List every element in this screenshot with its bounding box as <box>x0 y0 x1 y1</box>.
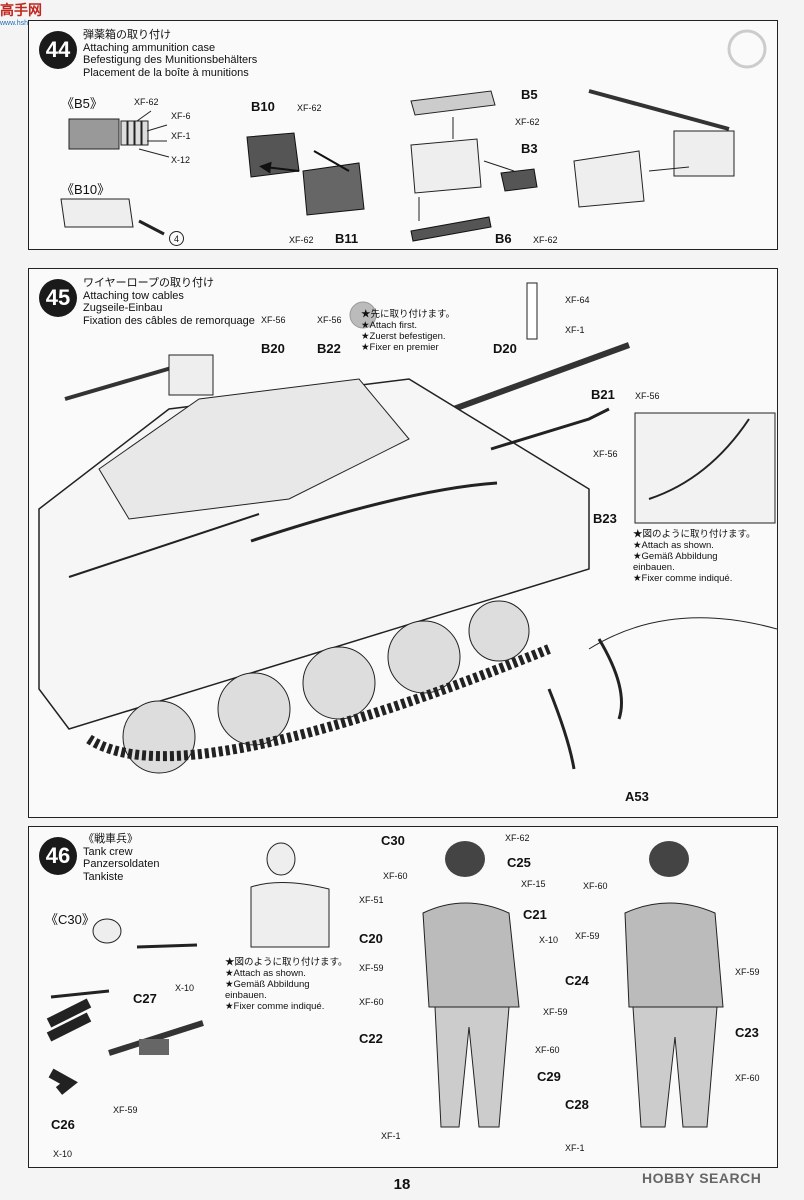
part-label: D20 <box>493 341 517 356</box>
part-label: C25 <box>507 855 531 870</box>
step-45-panel: 45 ワイヤーロープの取り付け Attaching tow cables Zug… <box>28 268 778 818</box>
part-label: C20 <box>359 931 383 946</box>
paint-callout: XF-15 <box>521 879 546 889</box>
paint-callout: XF-1 <box>565 325 585 335</box>
paint-callout: XF-60 <box>735 1073 760 1083</box>
attach-as-shown-note: ★図のように取り付けます。★Attach as shown. ★Gemäß Ab… <box>633 529 756 584</box>
attach-first-note: ★先に取り付けます。★Attach first. ★Zuerst befesti… <box>361 309 456 353</box>
paint-callout: XF-59 <box>735 967 760 977</box>
paint-callout: XF-59 <box>543 1007 568 1017</box>
part-label: B10 <box>251 99 275 114</box>
paint-callout: XF-1 <box>381 1131 401 1141</box>
watermark: HOBBY SEARCH <box>642 1170 762 1186</box>
paint-callout: XF-62 <box>505 833 530 843</box>
part-label: C30 <box>381 833 405 848</box>
paint-callout: XF-56 <box>635 391 660 401</box>
step-44-illustration <box>60 29 767 242</box>
part-label: C21 <box>523 907 547 922</box>
paint-callout: XF-62 <box>134 97 159 107</box>
paint-callout: XF-62 <box>515 117 540 127</box>
paint-callout: XF-1 <box>171 131 191 141</box>
step-46-illustration <box>46 841 724 1128</box>
paint-callout: XF-59 <box>113 1105 138 1115</box>
part-label: A53 <box>625 789 649 804</box>
paint-callout: XF-59 <box>575 931 600 941</box>
part-label: B21 <box>591 387 615 402</box>
step-title: 《戦車兵》 Tank crew Panzersoldaten Tankiste <box>83 833 160 883</box>
part-label: B5 <box>521 87 538 102</box>
paint-callout: X-12 <box>171 155 191 165</box>
part-label: C27 <box>133 991 157 1006</box>
part-label: B11 <box>335 231 359 246</box>
subpart-label-c30: 《C30》 <box>45 912 95 927</box>
part-label: B3 <box>521 141 538 156</box>
paint-callout: XF-56 <box>317 315 342 325</box>
paint-callout: XF-1 <box>565 1143 585 1153</box>
paint-callout: XF-56 <box>593 449 618 459</box>
part-label: C24 <box>565 973 589 988</box>
paint-callout: X-10 <box>175 983 195 993</box>
paint-callout: XF-60 <box>359 997 384 1007</box>
step-number: 46 <box>39 837 77 875</box>
paint-callout: X-10 <box>539 935 559 945</box>
subpart-label-b10: 《B10》 <box>61 182 111 197</box>
paint-callout: XF-6 <box>171 111 191 121</box>
paint-callout: XF-62 <box>533 235 558 245</box>
step-number: 45 <box>39 279 77 317</box>
step-title: 弾薬箱の取り付け Attaching ammunition case Befes… <box>83 29 258 79</box>
part-label: B22 <box>317 341 341 356</box>
step-title: ワイヤーロープの取り付け Attaching tow cables Zugsei… <box>83 277 255 327</box>
paint-callout: XF-59 <box>359 963 384 973</box>
paint-callout: XF-56 <box>261 315 286 325</box>
step-45-illustration <box>38 282 777 774</box>
subpart-label-b5: 《B5》 <box>61 96 103 111</box>
paint-callout: X-10 <box>53 1149 73 1159</box>
part-label: C28 <box>565 1097 589 1112</box>
paint-callout: XF-60 <box>383 871 408 881</box>
page-number: 18 <box>393 1176 411 1193</box>
paint-callout: XF-64 <box>565 295 590 305</box>
part-label: C23 <box>735 1025 759 1040</box>
step-46-panel: 46 《戦車兵》 Tank crew Panzersoldaten Tankis… <box>28 826 778 1168</box>
step-number: 44 <box>39 31 77 69</box>
paint-callout: XF-62 <box>289 235 314 245</box>
part-label: C22 <box>359 1031 383 1046</box>
paint-callout: XF-60 <box>583 881 608 891</box>
paint-callout: XF-51 <box>359 895 384 905</box>
paint-callout: XF-60 <box>535 1045 560 1055</box>
part-label: B20 <box>261 341 285 356</box>
site-logo: 高手网 www.hshow.com <box>0 2 52 27</box>
part-label: C26 <box>51 1117 75 1132</box>
step-44-panel: 44 弾薬箱の取り付け Attaching ammunition case Be… <box>28 20 778 250</box>
circle-reference: 4 <box>169 231 184 246</box>
part-label: B23 <box>593 511 617 526</box>
paint-callout: XF-62 <box>297 103 322 113</box>
part-label: B6 <box>495 231 512 246</box>
attach-as-shown-note: ★図のように取り付けます。★Attach as shown. ★Gemäß Ab… <box>225 957 348 1012</box>
part-label: C29 <box>537 1069 561 1084</box>
